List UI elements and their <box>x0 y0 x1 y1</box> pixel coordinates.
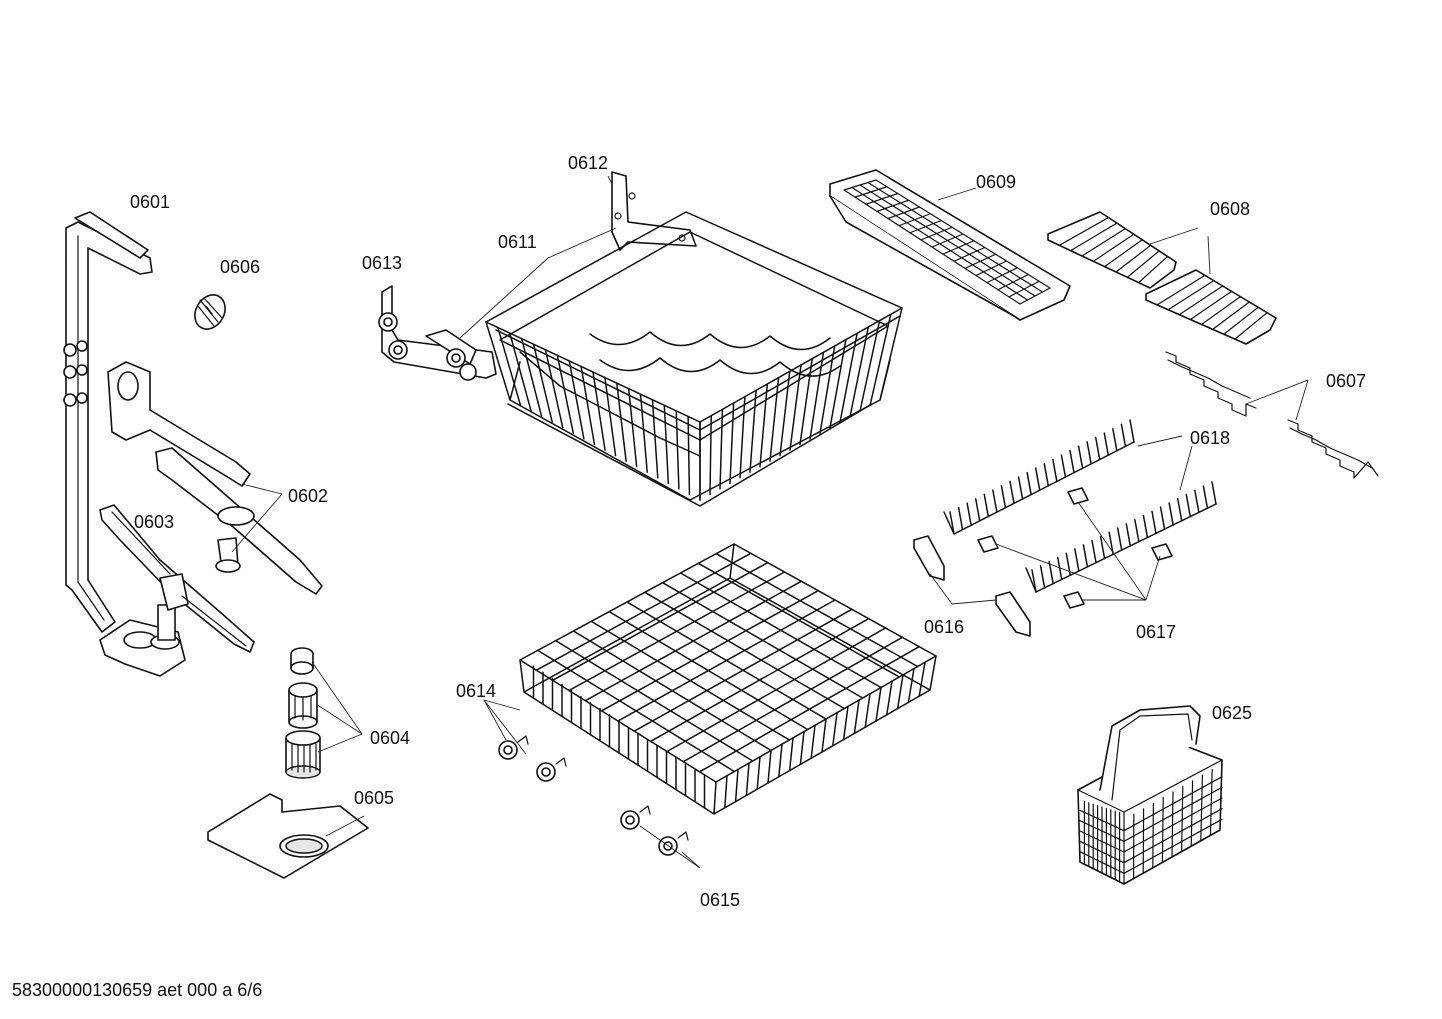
label-0611: 0611 <box>498 232 537 252</box>
label-0612: 0612 <box>568 153 608 173</box>
lower-spray-arm-0603[interactable] <box>99 504 255 653</box>
label-0614: 0614 <box>456 681 496 701</box>
rollers-0614[interactable] <box>498 735 567 782</box>
stepped-rails-0607[interactable] <box>1165 351 1379 479</box>
holders-0617[interactable] <box>977 487 1173 609</box>
filter-cap-0606[interactable] <box>189 289 231 334</box>
label-0605: 0605 <box>354 788 394 808</box>
label-0607: 0607 <box>1326 371 1366 391</box>
lower-basket[interactable] <box>519 543 937 815</box>
label-0617: 0617 <box>1136 622 1176 642</box>
label-0616: 0616 <box>924 617 964 637</box>
part-labels: 0601 0606 0602 0603 0604 0605 0613 0612 … <box>130 153 1366 910</box>
label-0608: 0608 <box>1210 199 1250 219</box>
filter-assembly-0604[interactable] <box>285 647 321 779</box>
clips-0616[interactable] <box>913 535 1031 637</box>
upper-spray-arm-0602[interactable] <box>107 361 323 595</box>
cutlery-tray-0609[interactable] <box>829 169 1071 321</box>
supply-pipe-0601[interactable] <box>63 211 186 677</box>
label-0625: 0625 <box>1212 703 1252 723</box>
label-0609: 0609 <box>976 172 1016 192</box>
tine-rows-0618[interactable] <box>943 419 1217 593</box>
cup-racks-0608[interactable] <box>1047 211 1277 345</box>
label-0613: 0613 <box>362 253 402 273</box>
upper-basket-0611[interactable] <box>485 211 903 507</box>
label-0604: 0604 <box>370 728 410 748</box>
flat-sieve-0605[interactable] <box>207 793 369 879</box>
label-0601: 0601 <box>130 192 170 212</box>
leader-lines <box>231 175 1309 869</box>
label-0602: 0602 <box>288 486 328 506</box>
label-0615: 0615 <box>700 890 740 910</box>
rollers-0615[interactable] <box>620 805 689 856</box>
basket-rail-0613[interactable] <box>378 285 497 381</box>
document-footer-code: 58300000130659 aet 000 a 6/6 <box>12 980 263 1000</box>
label-0606: 0606 <box>220 257 260 277</box>
label-0603: 0603 <box>134 512 174 532</box>
cutlery-basket-0625[interactable] <box>1077 705 1223 885</box>
bracket-0612[interactable] <box>611 171 697 251</box>
label-0618: 0618 <box>1190 428 1230 448</box>
